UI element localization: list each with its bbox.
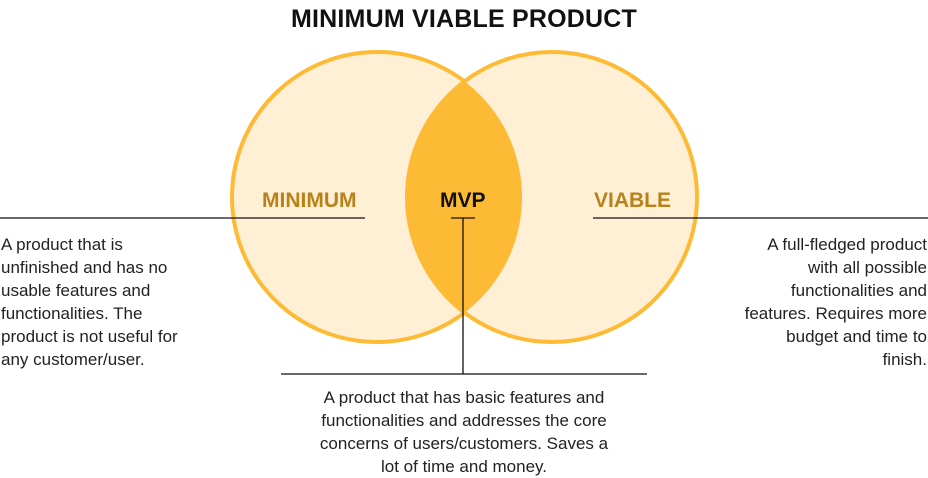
mvp-label: MVP <box>440 189 486 212</box>
description-line: A product that has basic features and <box>323 388 605 407</box>
description-line: A product that is <box>1 235 123 254</box>
description-line: budget and time to <box>786 327 927 346</box>
description-line: usable features and <box>1 281 151 300</box>
description-line: with all possible <box>807 258 927 277</box>
viable-description: A full-fledged product with all possible f… <box>745 233 927 371</box>
description-line: unfinished and has no <box>1 258 168 277</box>
page-title: MINIMUM VIABLE PRODUCT <box>290 5 638 33</box>
description-line: finish. <box>882 350 927 369</box>
description-line: concerns of users/customers. Saves a <box>319 434 609 453</box>
description-line: any customer/user. <box>1 350 145 369</box>
description-line: A full-fledged product <box>767 235 927 254</box>
description-line: lot of time and money. <box>381 457 547 476</box>
description-line: functionalities and <box>790 281 927 300</box>
description-line: product is not useful for <box>1 327 178 346</box>
description-line: functionalities and addresses the core <box>321 411 607 430</box>
description-line: features. Requires more <box>744 304 927 323</box>
viable-label: VIABLE <box>594 189 672 212</box>
connector-lines <box>0 217 928 375</box>
mvp-description: A product that has basic features and fun… <box>264 386 664 478</box>
minimum-description: A product that is unfinished and has no us… <box>1 233 178 371</box>
minimum-label: MINIMUM <box>262 189 357 212</box>
description-line: functionalities. The <box>1 304 143 323</box>
mvp-overlap <box>407 52 522 342</box>
